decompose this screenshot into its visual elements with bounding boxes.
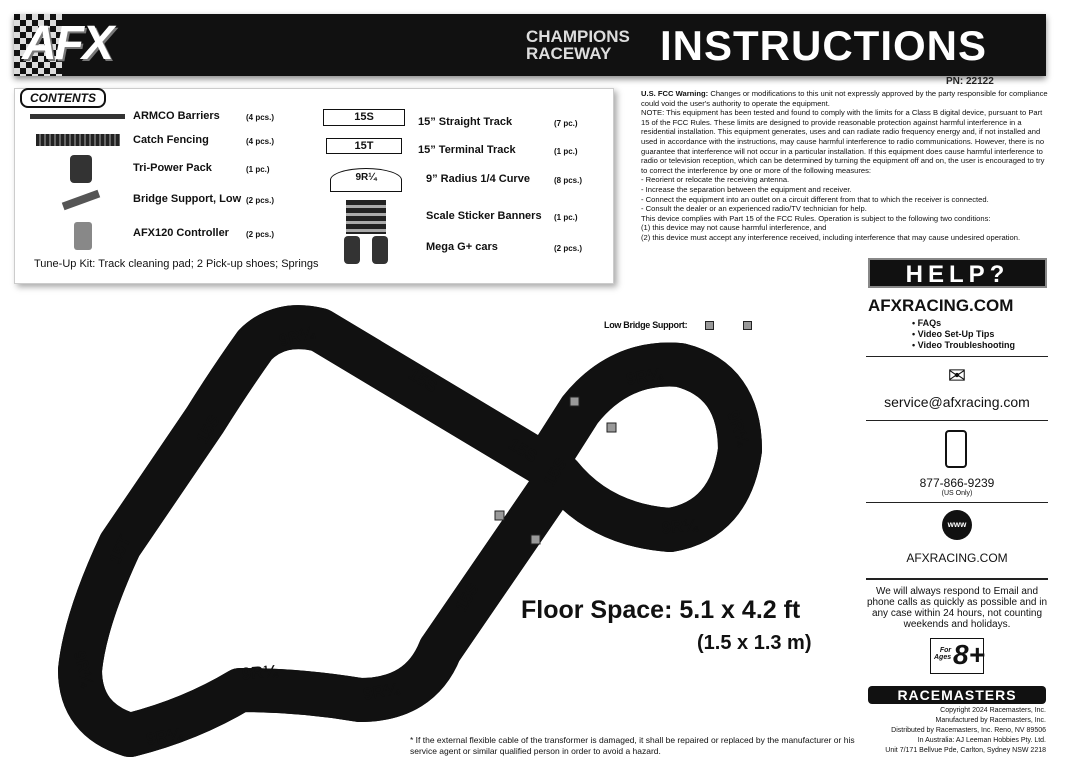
armco-barrier-image: [30, 114, 125, 119]
copyright-info: Copyright 2024 Racemasters, Inc.Manufact…: [885, 707, 1046, 754]
bridge-support-marker: [530, 534, 541, 545]
content-item: Bridge Support, Low: [133, 193, 242, 205]
bridge-support-marker: [705, 321, 714, 330]
afx-logo: AFX: [22, 17, 114, 70]
low-bridge-legend: Low Bridge Support:: [604, 320, 688, 330]
content-qty: (4 pcs.): [246, 137, 275, 146]
content-item: 9” Radius 1/4 Curve: [426, 173, 530, 185]
divider: [866, 356, 1048, 357]
content-item: ARMCO Barriers: [133, 110, 220, 122]
email-link[interactable]: service@afxracing.com: [884, 394, 1030, 410]
power-pack-image: [70, 155, 92, 183]
bridge-support-marker: [743, 321, 752, 330]
phone-number: 877-866-9239: [919, 476, 995, 490]
content-qty: (7 pc.): [554, 119, 578, 128]
content-qty: (4 pcs.): [246, 113, 275, 122]
transformer-footnote: * If the external flexible cable of the …: [410, 735, 855, 756]
page-title: INSTRUCTIONS: [660, 22, 987, 69]
response-note: We will always respond to Email and phon…: [866, 586, 1048, 630]
content-item: 15” Terminal Track: [418, 144, 516, 156]
track-label: 9R¼: [241, 661, 280, 683]
content-item: Tri-Power Pack: [133, 162, 212, 174]
checkered-flag-graphic: [14, 14, 62, 76]
phone-icon: [945, 430, 967, 468]
content-item: Catch Fencing: [133, 134, 209, 146]
content-qty: (8 pcs.): [554, 176, 583, 185]
email-icon: ✉: [947, 363, 967, 388]
content-qty: (2 pcs.): [246, 196, 275, 205]
contents-heading: CONTENTS: [20, 88, 106, 108]
content-item: 15” Straight Track: [418, 116, 513, 128]
bridge-support-marker: [606, 422, 617, 433]
content-qty: (2 pcs.): [554, 244, 583, 253]
controller-image: [74, 222, 92, 250]
content-qty: (1 pc.): [246, 165, 270, 174]
straight-track-icon: 15S: [323, 109, 405, 126]
fcc-warning: U.S. FCC Warning: Changes or modificatio…: [641, 89, 1048, 242]
help-banner: HELP?: [868, 258, 1047, 288]
content-item: Mega G+ cars: [426, 241, 498, 253]
bullet-video-troubleshooting: • Video Troubleshooting: [912, 340, 1015, 350]
curve-track-icon: 9R¼: [330, 168, 402, 192]
content-item: Scale Sticker Banners: [426, 210, 542, 222]
phone-note: (US Only): [941, 490, 973, 497]
content-qty: (2 pcs.): [246, 230, 275, 239]
bullet-video-setup: • Video Set-Up Tips: [912, 329, 995, 339]
floor-space-metric: (1.5 x 1.3 m): [697, 632, 812, 654]
car-image: [372, 236, 388, 264]
divider: [866, 420, 1048, 421]
divider: [866, 502, 1048, 503]
car-image: [344, 236, 360, 264]
bullet-faqs: • FAQs: [912, 318, 942, 328]
divider: [866, 578, 1048, 580]
catch-fence-image: [36, 134, 120, 146]
tuneup-kit-note: Tune-Up Kit: Track cleaning pad; 2 Pick-…: [34, 258, 319, 270]
bridge-support-marker: [494, 510, 505, 521]
bridge-support-marker: [569, 396, 580, 407]
terminal-track-icon: 15T: [326, 138, 402, 154]
globe-icon: www: [942, 510, 972, 540]
part-number: PN: 22122: [946, 76, 994, 87]
content-item: AFX120 Controller: [133, 227, 229, 239]
sticker-banners-image: [346, 200, 386, 234]
floor-space: Floor Space: 5.1 x 4.2 ft: [521, 596, 801, 624]
website-link-2[interactable]: AFXRACING.COM: [906, 551, 1008, 565]
track-label: 9R¼: [661, 515, 700, 537]
website-link[interactable]: AFXRACING.COM: [868, 296, 1014, 315]
contents-panel: [14, 88, 614, 284]
racemasters-logo: RACEMASTERS: [868, 686, 1046, 704]
header-bar: [14, 14, 1046, 76]
content-qty: (1 pc.): [554, 147, 578, 156]
content-qty: (1 pc.): [554, 213, 578, 222]
track-surface: [80, 327, 740, 735]
